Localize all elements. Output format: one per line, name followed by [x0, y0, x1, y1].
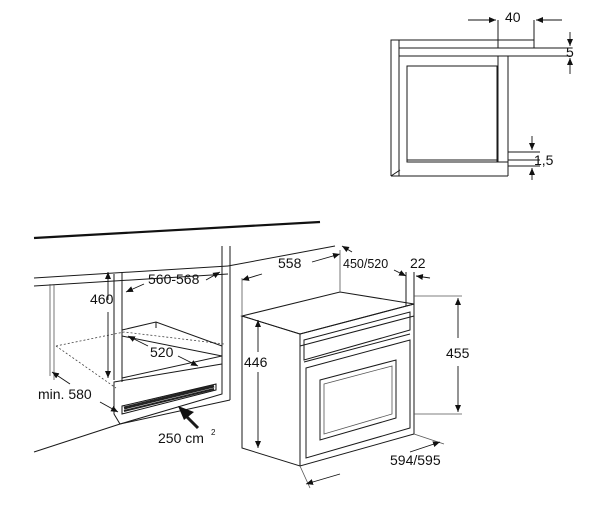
dim-label-455: 455 [446, 345, 470, 361]
dim-label-446: 446 [244, 354, 268, 370]
dim-arrow-520-right [177, 355, 199, 367]
dim-arrow-520-left [127, 335, 149, 347]
dim-arrow-594-right [409, 441, 441, 453]
dim-arrow-594-left [305, 473, 341, 485]
dim-label-450-520: 450/520 [343, 257, 388, 271]
dim-arrow-558-left [241, 273, 263, 281]
dim-label-560-568: 560-568 [148, 271, 200, 287]
vent-grille [123, 384, 215, 412]
dim-arrow-450-left [341, 245, 353, 253]
dim-arrow-580-down [99, 401, 119, 413]
dim-arrow-560-right [205, 271, 221, 281]
dim-label-min-580: min. 580 [38, 386, 92, 402]
dim-arrow-558-right [311, 253, 341, 263]
dim-arrow-22 [415, 274, 431, 280]
dim-arrow-580-up [51, 371, 71, 385]
oven-drawing [240, 272, 415, 467]
dim-label-22: 22 [410, 255, 426, 271]
dim-label-460: 460 [90, 291, 114, 307]
dim-arrow-560-left [125, 283, 145, 293]
dim-label-520: 520 [150, 344, 174, 360]
vent-area-superscript: 2 [211, 428, 216, 437]
dim-label-40: 40 [505, 9, 521, 25]
dim-arrow-450-right [393, 269, 407, 277]
dim-label-1-5: 1,5 [534, 152, 554, 168]
detail-section-drawing [390, 20, 572, 177]
ventilation-arrow-icon [178, 406, 200, 430]
dim-label-558: 558 [278, 255, 302, 271]
vent-area-label: 250 cm [158, 430, 204, 446]
dim-label-594-595: 594/595 [390, 452, 441, 468]
dim-label-5: 5 [566, 44, 574, 60]
